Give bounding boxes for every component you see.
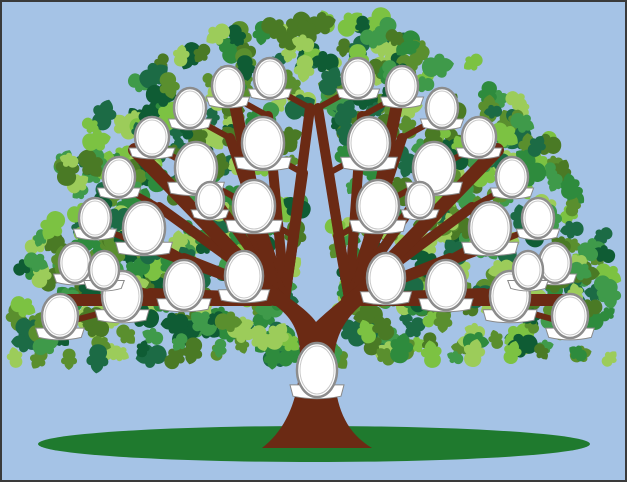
portrait-oval bbox=[233, 180, 275, 232]
portrait-oval bbox=[357, 180, 399, 232]
portrait-oval bbox=[135, 117, 169, 157]
portrait-oval bbox=[426, 88, 458, 128]
portrait-oval bbox=[496, 157, 528, 197]
portrait-oval bbox=[513, 251, 543, 289]
portrait-oval bbox=[225, 251, 263, 301]
portrait-oval bbox=[406, 182, 434, 218]
portrait-oval bbox=[103, 157, 135, 197]
portrait-oval bbox=[469, 202, 511, 254]
portrait-oval bbox=[79, 198, 111, 238]
portrait-oval bbox=[426, 260, 466, 310]
portrait-oval bbox=[164, 260, 204, 310]
portrait-oval bbox=[367, 253, 405, 303]
portrait-oval bbox=[462, 117, 496, 157]
portrait-oval bbox=[342, 58, 374, 98]
portrait-oval bbox=[212, 66, 244, 106]
portrait-oval bbox=[348, 117, 390, 169]
portrait-oval bbox=[552, 294, 588, 338]
portrait-oval bbox=[42, 294, 78, 338]
portrait-oval bbox=[386, 66, 418, 106]
portrait-oval bbox=[242, 117, 284, 169]
portrait-oval bbox=[123, 202, 165, 254]
portrait-oval bbox=[59, 243, 91, 283]
portrait-oval bbox=[89, 251, 119, 289]
portrait-oval bbox=[196, 182, 224, 218]
portrait-oval bbox=[522, 198, 554, 238]
portrait-oval bbox=[174, 88, 206, 128]
portrait-oval bbox=[297, 343, 337, 397]
portrait-oval bbox=[539, 243, 571, 283]
portrait-oval bbox=[254, 58, 286, 98]
